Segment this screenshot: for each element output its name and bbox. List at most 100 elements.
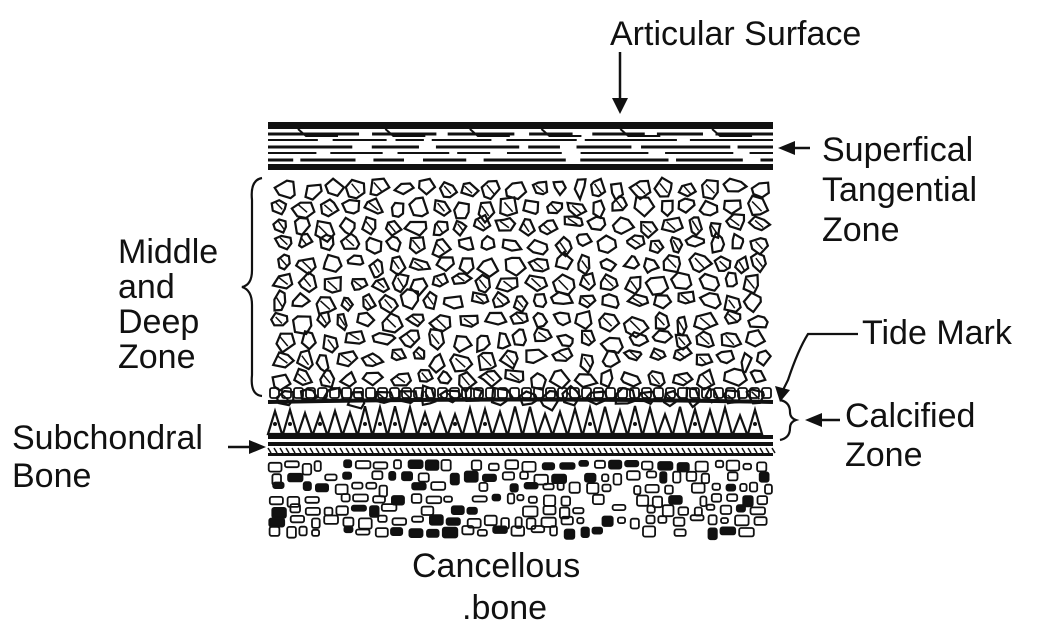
chondrocyte-cell	[646, 277, 668, 295]
cancellous-trabecula	[544, 496, 555, 506]
cancellous-trabecula	[422, 507, 434, 515]
articular-surface-label: Articular Surface	[610, 15, 861, 53]
subchondral-hatch	[574, 448, 577, 453]
cancellous-trabecula	[643, 526, 655, 536]
chondrocyte-cell	[302, 331, 316, 349]
cancellous-trabecula	[336, 485, 348, 495]
chondrocyte-cell	[386, 237, 400, 252]
chondrocyte-cell	[534, 328, 551, 341]
cancellous-trabecula	[712, 494, 721, 502]
cancellous-trabecula	[465, 472, 478, 482]
subchondral-line-2	[268, 442, 773, 446]
chondrocyte-cell	[649, 371, 665, 386]
chondrocyte-cell	[460, 316, 477, 327]
cancellous-trabecula	[412, 483, 426, 490]
subchondral-hatch	[580, 448, 583, 453]
cancellous-trabecula	[409, 460, 423, 468]
cancellous-trabecula	[325, 508, 333, 516]
subchondral-hatch	[688, 448, 691, 453]
cancellous-trabecula	[344, 527, 352, 533]
cell-inner-mark	[392, 259, 399, 269]
subchondral-hatch	[322, 448, 325, 453]
cancellous-trabecula	[359, 518, 372, 528]
cell-inner-mark	[630, 321, 640, 331]
chondrocyte-cell	[674, 347, 692, 360]
cancellous-trabecula	[603, 517, 613, 527]
cell-inner-mark	[523, 222, 529, 231]
calcified-structure	[463, 408, 477, 434]
cancellous-trabecula	[721, 506, 732, 514]
subchondral-hatch	[562, 448, 565, 453]
cancellous-trabecula	[288, 474, 302, 482]
chondrocyte-cell	[624, 256, 639, 268]
cancellous-trabecula	[412, 517, 423, 522]
subchondral-hatch	[646, 448, 649, 453]
calcified-zone-label: Calcified Zone	[845, 397, 975, 475]
cell-inner-mark	[436, 224, 442, 233]
chondrocyte-cell	[271, 313, 287, 325]
cancellous-trabecula	[634, 486, 640, 494]
chondrocyte-cell	[686, 236, 704, 247]
subchondral-hatch	[676, 448, 679, 453]
calcified-structure	[568, 409, 582, 434]
chondrocyte-cell	[292, 203, 315, 218]
cell-inner-mark	[500, 221, 509, 227]
chondrocyte-cell	[392, 203, 403, 217]
chondrocyte-cell	[679, 292, 695, 304]
cancellous-trabecula	[669, 496, 682, 504]
chondrocyte-cell	[485, 313, 506, 325]
cancellous-trabecula	[565, 530, 575, 539]
cell-inner-mark	[354, 281, 361, 287]
subchondral-hatch	[544, 448, 547, 453]
cell-inner-mark	[455, 358, 465, 367]
cancellous-trabecula	[660, 472, 666, 483]
cell-inner-mark	[534, 261, 543, 269]
cancellous-trabecula	[402, 472, 412, 480]
cell-inner-mark	[374, 183, 382, 192]
chondrocyte-cell	[724, 201, 741, 214]
cell-inner-mark	[538, 332, 546, 338]
cell-inner-mark	[365, 299, 371, 308]
calcified-structure	[688, 409, 702, 434]
cancellous-trabecula	[409, 529, 422, 537]
cell-inner-mark	[700, 336, 709, 344]
chondrocyte-cell	[371, 179, 390, 196]
cancellous-trabecula	[579, 461, 588, 466]
cell-inner-mark	[516, 314, 523, 321]
chondrocyte-cell	[628, 294, 648, 306]
cancellous-trabecula	[447, 518, 460, 525]
subchondral-bone-label: Subchondral Bone	[12, 419, 203, 495]
cancellous-trabecula	[658, 516, 666, 523]
chondrocyte-cell	[474, 215, 490, 230]
cancellous-trabecula	[353, 495, 368, 502]
subchondral-hatch	[280, 448, 283, 453]
cancellous-trabecula	[678, 463, 689, 472]
subchondral-hatch	[700, 448, 703, 453]
subchondral-hatch	[514, 448, 517, 453]
chondrocyte-cell	[400, 331, 419, 348]
chondrocyte-cell	[363, 373, 383, 386]
chondrocyte-cell	[321, 200, 338, 217]
chondrocyte-cell	[348, 256, 364, 265]
cancellous-trabecula	[691, 515, 704, 520]
cancellous-trabecula	[702, 474, 709, 483]
chondrocyte-cell	[275, 181, 295, 199]
chondrocyte-cell	[454, 221, 467, 236]
cancellous-trabecula	[577, 518, 583, 523]
superficial-zone-bottom-line	[268, 164, 773, 170]
cancellous-trabecula	[709, 528, 717, 539]
cancellous-trabecula	[602, 485, 610, 492]
subchondral-hatch	[412, 448, 415, 453]
chondrocyte-cell	[554, 182, 566, 195]
cell-inner-mark	[660, 183, 668, 192]
cancellous-trabecula	[431, 482, 445, 490]
chondrocyte-cell	[272, 200, 286, 214]
subchondral-hatch	[310, 448, 313, 453]
cancellous-trabecula	[692, 483, 705, 492]
calcified-dot	[363, 422, 367, 426]
cell-inner-mark	[278, 277, 287, 284]
cell-inner-mark	[298, 374, 306, 382]
subchondral-hatch	[370, 448, 373, 453]
cell-inner-mark	[755, 220, 763, 227]
cell-inner-mark	[583, 277, 589, 285]
